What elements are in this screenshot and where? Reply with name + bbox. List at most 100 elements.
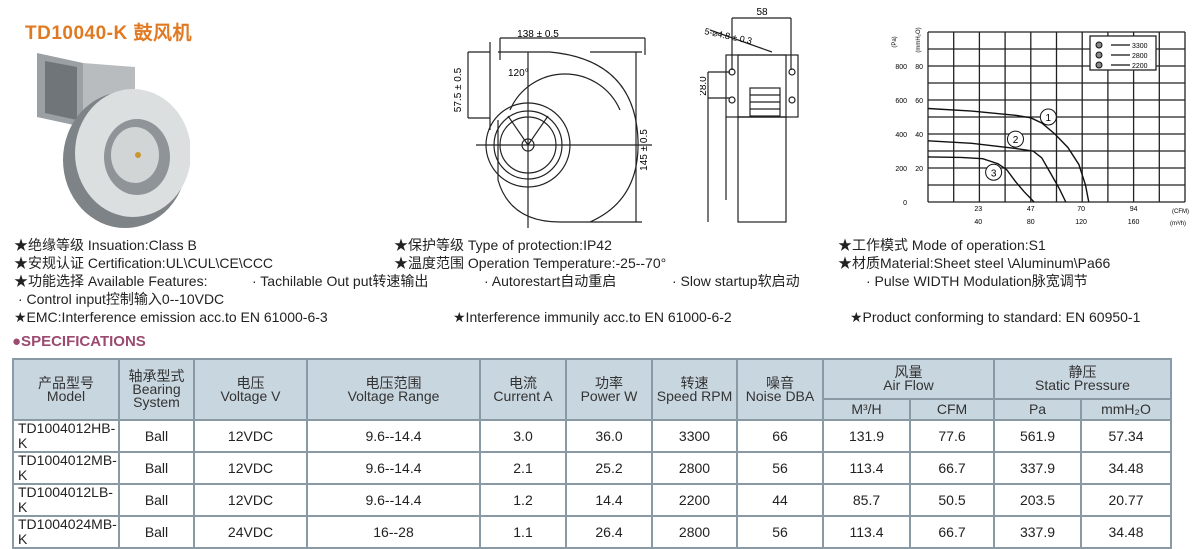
feature-emc: ★EMC:Interference emission acc.to EN 610… [14,309,328,325]
x-tick-m3h: 120 [1075,219,1087,226]
product-title: TD10040-K 鼓风机 [25,23,192,44]
cell-noise: 56 [736,451,824,485]
cell-power: 26.4 [565,515,653,549]
angle-dimension: 120° [508,68,529,79]
feature-mode: ★工作模式 Mode of operation:S1 [838,237,1046,253]
y-axis-label-mmh2o: (mmH₂O) [916,27,922,52]
cell-pressure-pa: 561.9 [993,419,1082,453]
cell-airflow-cfm: 50.5 [909,483,995,517]
pitch-dimension: 28.0 [700,76,709,96]
cell-voltage: 12VDC [193,419,308,453]
y-tick-pa: 0 [903,200,907,207]
cell-voltage-range: 9.6--14.4 [306,483,481,517]
cell-current: 3.0 [479,419,567,453]
cell-voltage: 12VDC [193,483,308,517]
cell-current: 2.1 [479,451,567,485]
cell-current: 1.2 [479,483,567,517]
cell-pressure-mmh2o: 20.77 [1080,483,1172,517]
cell-airflow-m3h: 85.7 [822,483,911,517]
y-tick-pa: 200 [895,166,907,173]
feature-temperature: ★温度范围 Operation Temperature:-25--70° [394,255,667,271]
specifications-heading: ●SPECIFICATIONS [12,333,146,350]
cell-voltage: 12VDC [193,451,308,485]
y-tick-mmh2o: 60 [915,98,923,105]
width-dimension: 138 ± 0.5 [517,29,559,40]
hole-dimension: 5-⌀4.8 ± 0.3 [704,26,753,46]
cell-pressure-mmh2o: 34.48 [1080,515,1172,549]
y-tick-pa: 800 [895,64,907,71]
cell-airflow-m3h: 113.4 [822,451,911,485]
curve-marker-circle [1006,130,1024,148]
cell-bearing: Ball [118,483,195,517]
cell-model: TD1004012LB-K [12,483,120,517]
cell-noise: 44 [736,483,824,517]
header-m3h: M³/H [822,398,911,421]
y-tick-mmh2o: 80 [915,64,923,71]
curve-marker-label: 3 [991,168,997,179]
y-tick-pa: 400 [895,132,907,139]
cell-speed: 2200 [651,483,738,517]
cell-model: TD1004024MB-K [12,515,120,549]
feature-material: ★材质Material:Sheet steel \Aluminum\Pa66 [838,255,1111,271]
cell-bearing: Ball [118,451,195,485]
feature-autorestart: · Autorestart自动重启 [484,273,617,289]
cell-current: 1.1 [479,515,567,549]
x-axis-label-cfm: (CFM) [1172,209,1189,215]
y-tick-mmh2o: 40 [915,132,923,139]
cell-voltage-range: 9.6--14.4 [306,451,481,485]
cell-airflow-cfm: 77.6 [909,419,995,453]
cell-pressure-mmh2o: 34.48 [1080,451,1172,485]
header-mmh2o: mmH₂O [1080,398,1172,421]
cell-bearing: Ball [118,419,195,453]
x-tick-cfm: 94 [1130,206,1138,213]
cell-speed: 2800 [651,451,738,485]
feature-protection: ★保护等级 Type of protection:IP42 [394,237,612,253]
header-cfm: CFM [909,398,995,421]
cell-pressure-pa: 203.5 [993,483,1082,517]
x-tick-cfm: 23 [974,206,982,213]
x-tick-m3h: 160 [1128,219,1140,226]
legend-marker [1095,51,1103,59]
x-tick-cfm: 47 [1027,206,1035,213]
legend-marker [1095,61,1103,69]
curve-2200 [927,156,1035,203]
cell-pressure-pa: 337.9 [993,515,1082,549]
cell-speed: 2800 [651,515,738,549]
curve-2800 [927,140,1067,203]
y-tick-mmh2o: 20 [915,166,923,173]
cell-noise: 56 [736,515,824,549]
cell-pressure-pa: 337.9 [993,451,1082,485]
legend-label: 2800 [1132,53,1148,60]
cell-speed: 3300 [651,419,738,453]
feature-control-input: · Control input控制输入0--10VDC [18,291,225,307]
feature-insulation: ★绝缘等级 Insuation:Class B [14,237,197,253]
legend-label: 3300 [1132,43,1148,50]
side-dimension: 57.5 ± 0.5 [453,67,464,112]
datasheet-page: TD10040-K 鼓风机 138 ± 0.5 120° 57.5 ± 0.5 [12,7,1189,549]
side-view-drawing: 58 5-⌀4.8 ± 0.3 28.0 [700,7,799,223]
feature-slow-startup: · Slow startup软启动 [672,273,800,289]
cell-voltage-range: 16--28 [306,515,481,549]
feature-standard: ★Product conforming to standard: EN 6095… [850,309,1141,325]
cell-bearing: Ball [118,515,195,549]
cell-power: 25.2 [565,451,653,485]
feature-available-label: ★功能选择 Available Features: [14,273,208,289]
cell-airflow-cfm: 66.7 [909,515,995,549]
curve-marker-circle [985,163,1003,181]
x-axis-label-m3h: (m³/h) [1170,221,1186,227]
cell-pressure-mmh2o: 57.34 [1080,419,1172,453]
cell-noise: 66 [736,419,824,453]
cell-airflow-m3h: 113.4 [822,515,911,549]
fan-photo [37,53,190,228]
legend-marker [1095,41,1103,49]
header-pa: Pa [993,398,1082,421]
